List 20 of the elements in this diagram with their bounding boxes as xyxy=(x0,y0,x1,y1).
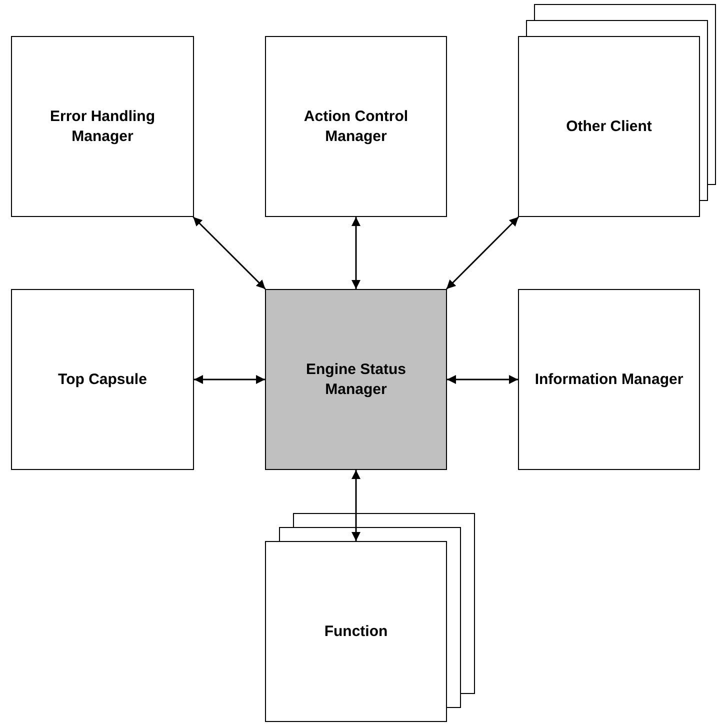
box-label: Function xyxy=(324,622,388,642)
component-box xyxy=(518,289,700,470)
box-label: Information Manager xyxy=(534,370,684,390)
central-box xyxy=(265,289,447,470)
box-label: Top Capsule xyxy=(58,370,147,390)
double-arrow xyxy=(194,375,265,384)
double-arrow xyxy=(352,217,360,289)
component-box xyxy=(11,289,194,470)
component-box xyxy=(11,36,194,217)
component-box xyxy=(265,541,447,722)
component-box xyxy=(265,36,447,217)
double-arrow xyxy=(446,216,520,290)
double-arrow xyxy=(447,375,518,384)
box-label: Other Client xyxy=(566,117,652,137)
box-label: Action Control Manager xyxy=(302,107,410,147)
double-arrow xyxy=(352,470,360,541)
double-arrow xyxy=(192,216,266,290)
box-label: Engine Status Manager xyxy=(304,360,407,400)
box-label: Error Handling Manager xyxy=(48,107,156,147)
component-box xyxy=(518,36,700,217)
